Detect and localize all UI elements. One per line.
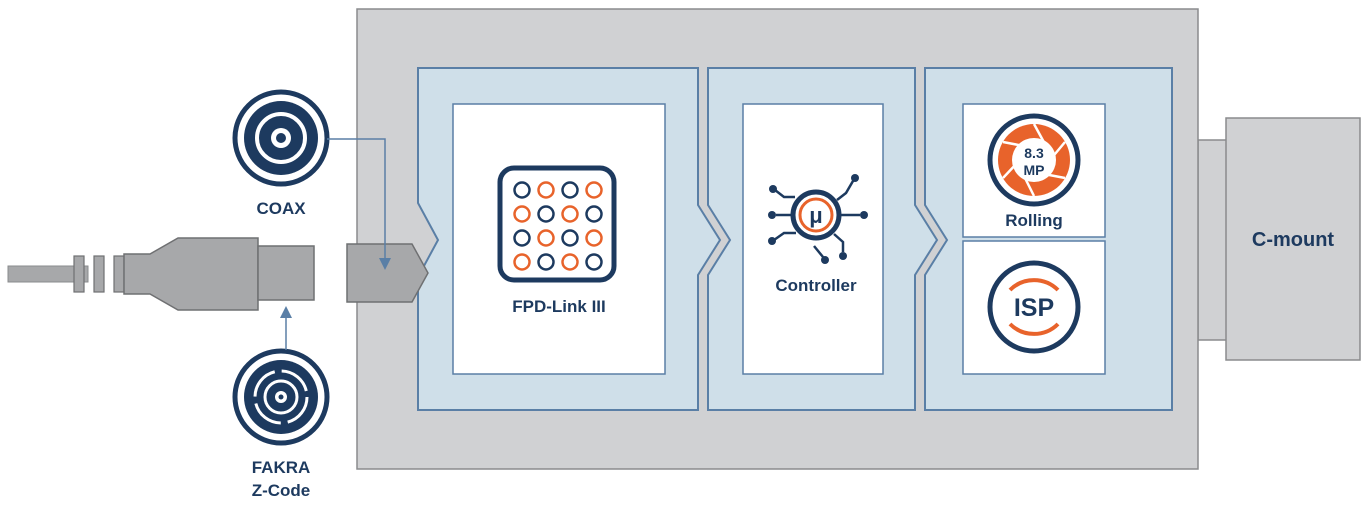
coax-label: COAX (256, 199, 306, 218)
fakra-arrowhead (280, 306, 292, 318)
coax-connector-icon (232, 89, 330, 187)
fakra-label-line2: Z-Code (252, 481, 311, 500)
cable-plug-icon (7, 237, 315, 311)
camera-socket (346, 243, 429, 303)
c-mount-body (1225, 117, 1361, 361)
c-mount-neck (1197, 139, 1229, 341)
fakra-connector-icon (232, 348, 330, 446)
fpd-link-label: FPD-Link III (512, 297, 606, 316)
led-matrix-icon (497, 165, 617, 283)
sensor-resolution-value: 8.3 (1024, 145, 1044, 161)
isp-symbol: ISP (1014, 294, 1054, 322)
microcontroller-icon: μ (768, 174, 868, 264)
c-mount-label: C-mount (1252, 229, 1335, 251)
controller-symbol: μ (809, 203, 822, 228)
fakra-label-line1: FAKRA (252, 458, 311, 477)
controller-label: Controller (775, 276, 857, 295)
aperture-icon: 8.3 MP (987, 113, 1081, 207)
coax-leader-line (327, 138, 386, 258)
coax-arrowhead (379, 258, 391, 270)
isp-icon: ISP (987, 260, 1081, 354)
sensor-resolution-unit: MP (1024, 162, 1045, 178)
sensor-label: Rolling (1005, 211, 1063, 230)
